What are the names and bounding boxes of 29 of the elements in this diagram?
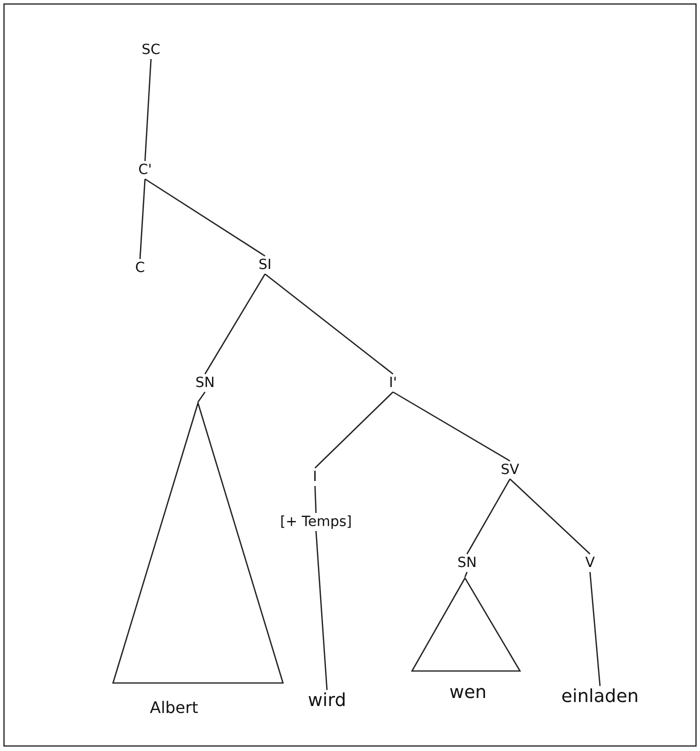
tree-branch [466, 478, 511, 554]
tree-branch [204, 274, 266, 374]
node-label: I' [389, 375, 397, 391]
tree-branch [314, 392, 394, 468]
terminal-word: einladen [561, 687, 639, 707]
node-label: C [135, 260, 145, 276]
node-label: SI [258, 257, 272, 273]
terminal-word: wird [308, 691, 346, 711]
tree-branch [144, 178, 266, 257]
node-label: C' [138, 162, 152, 178]
node-label: I [312, 469, 318, 485]
tree-branch [314, 486, 317, 514]
tree-branch [510, 478, 590, 554]
tree-branch [264, 273, 394, 375]
tree-branch [144, 58, 152, 162]
terminal-word: wen [449, 684, 487, 702]
tree-branch [139, 178, 146, 260]
node-label: V [585, 555, 595, 571]
node-label: SC [142, 42, 160, 58]
node-label: SN [457, 555, 477, 571]
node-label: SN [195, 375, 215, 391]
tree-branch [197, 392, 206, 402]
terminal-word: Albert [150, 700, 198, 716]
tree-branch [464, 572, 468, 578]
node-label: SV [500, 462, 520, 478]
tree-branch [589, 572, 601, 686]
tree-branch [392, 391, 510, 462]
tree-branch [315, 530, 328, 690]
node-label: [+ Temps] [280, 514, 352, 530]
